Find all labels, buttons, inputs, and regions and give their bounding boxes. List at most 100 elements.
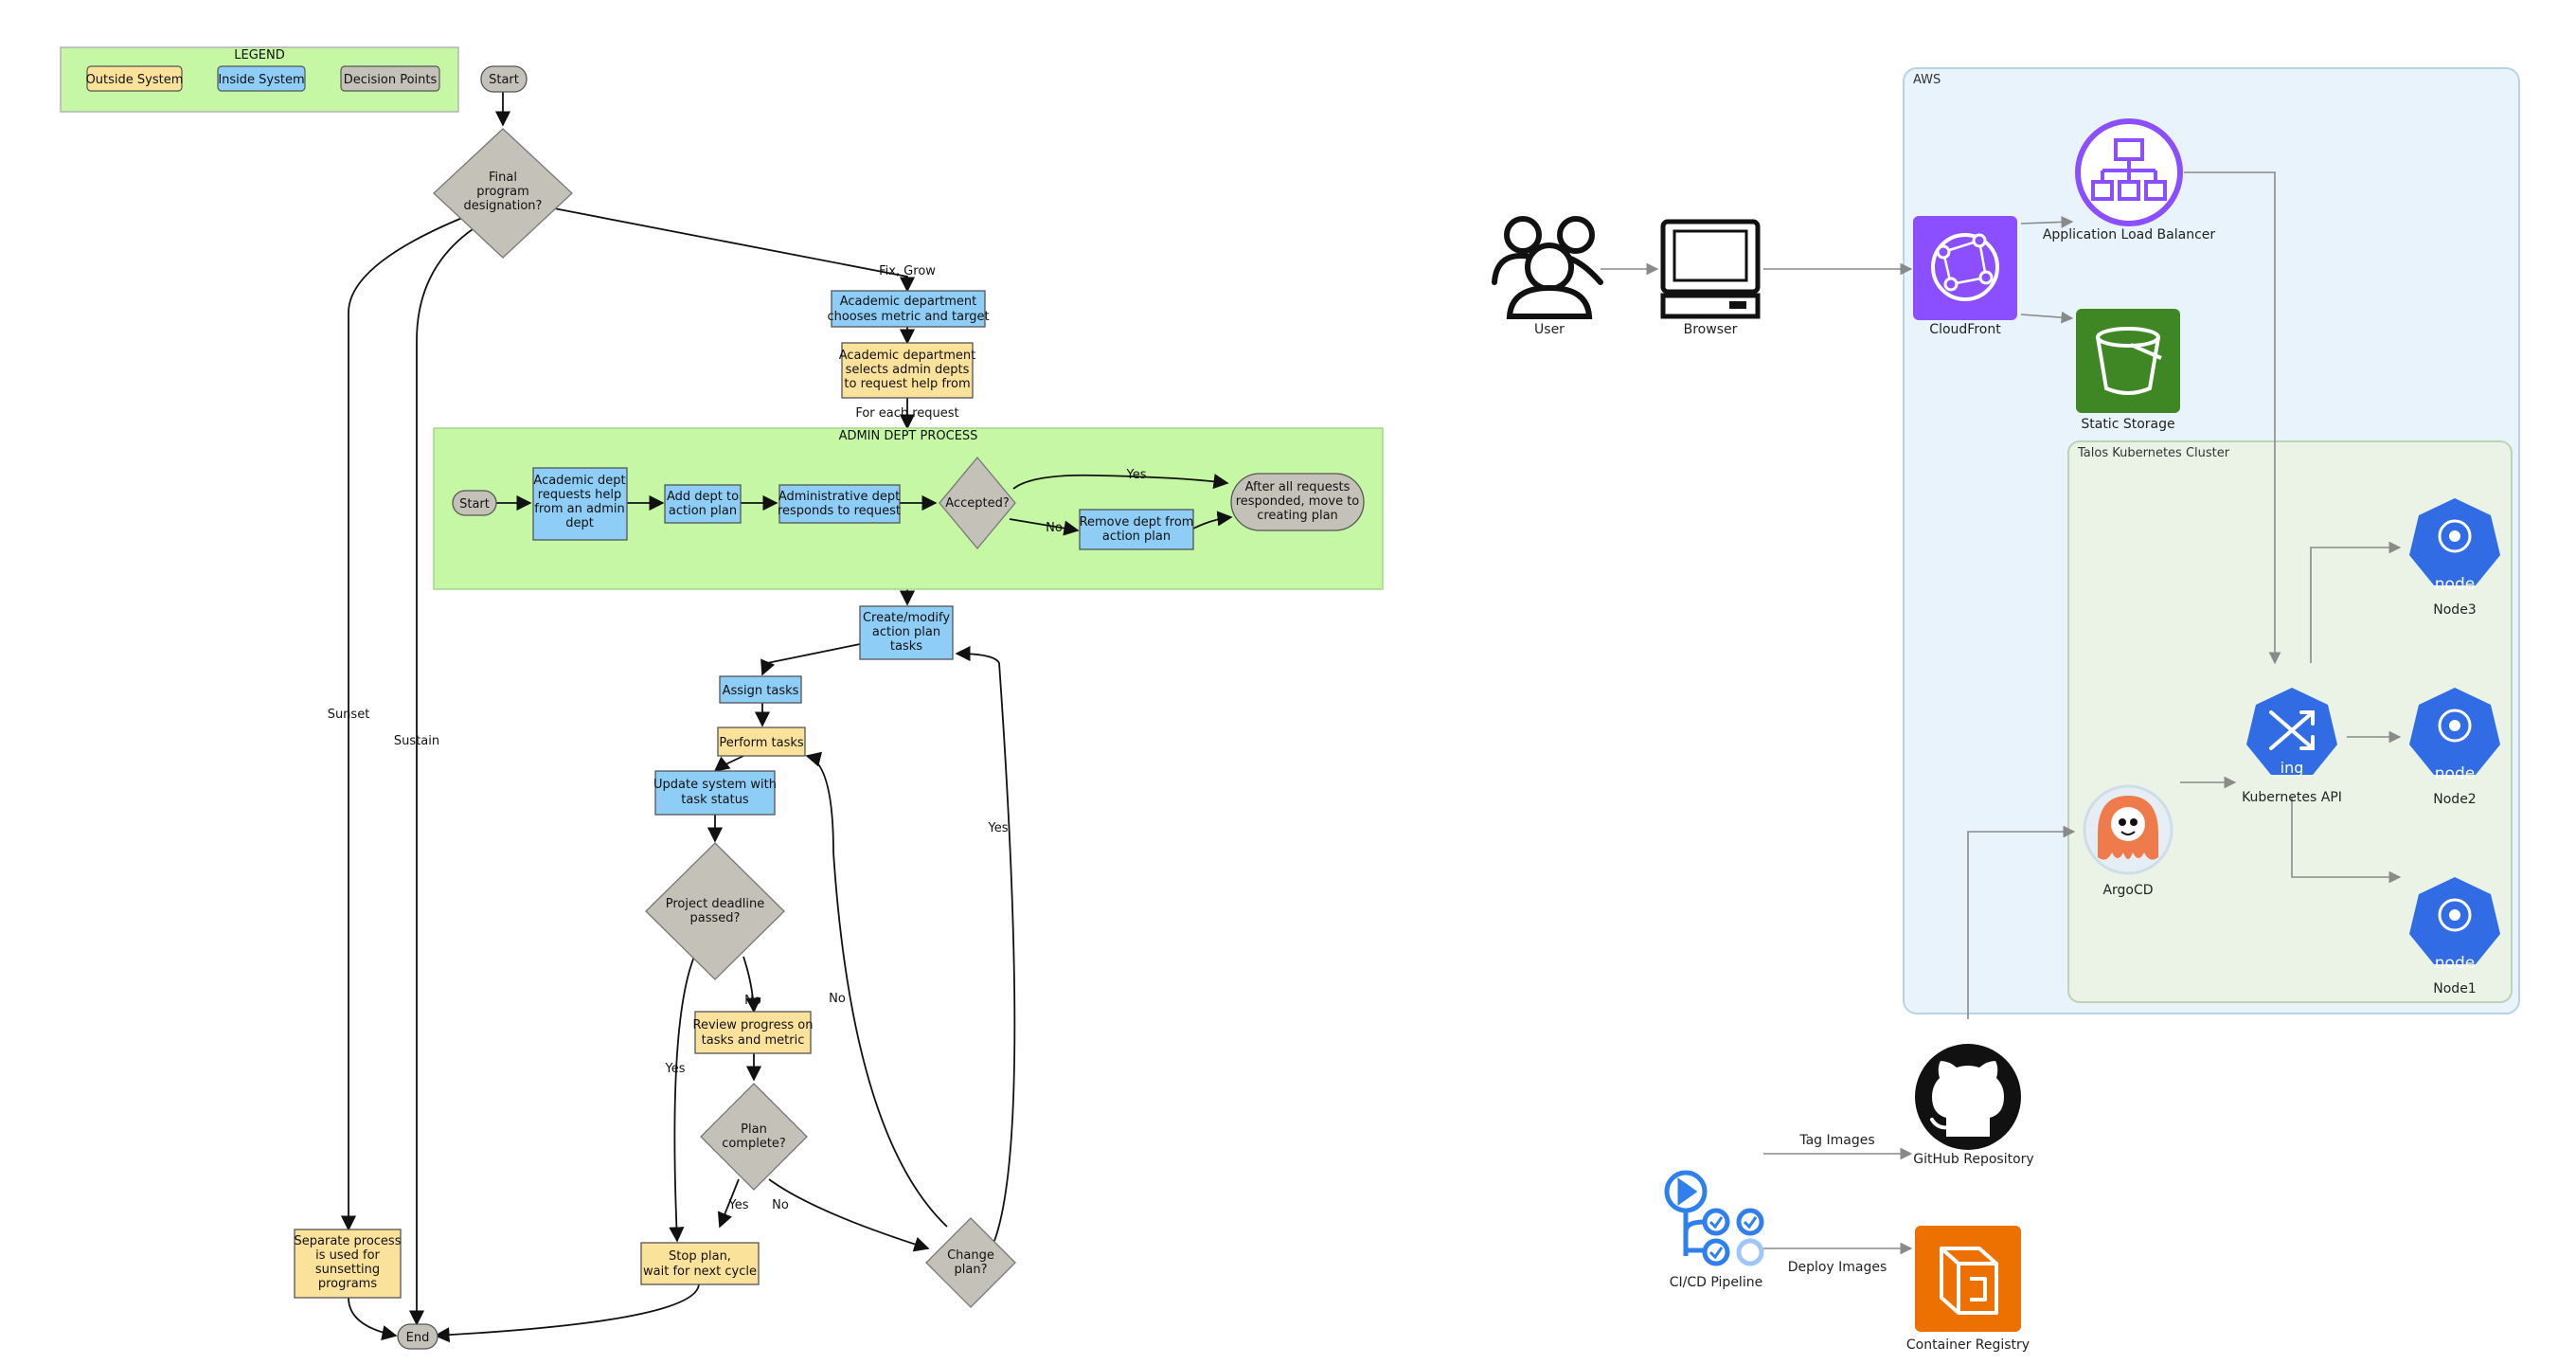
legend: LEGEND Outside System Inside System Deci…	[60, 46, 459, 113]
remove-dept-line2: action plan	[1102, 529, 1171, 544]
create-modify-line2: action plan	[872, 625, 940, 639]
stop-plan-node	[640, 1242, 760, 1285]
flowchart-nodes: Start Final program designation? Academi…	[433, 65, 990, 421]
assign-tasks-node	[719, 675, 802, 704]
label-yes-complete: Yes	[728, 1198, 749, 1212]
plan-complete-decision	[700, 1083, 808, 1191]
k8s-api-node: ing Kubernetes API	[2242, 688, 2342, 805]
user-node: User	[1492, 216, 1603, 337]
add-dept-line1: Add dept to	[667, 490, 739, 504]
plan-complete-line2: complete?	[722, 1137, 786, 1151]
cloudfront-label: CloudFront	[1929, 322, 2001, 337]
add-dept-line2: action plan	[669, 504, 737, 518]
node1-label: Node1	[2433, 981, 2476, 996]
academic-select-line3: to request help from	[844, 377, 970, 391]
legend-swatch-outside	[86, 65, 183, 92]
flowchart-edges	[340, 92, 1016, 1343]
requests-help-line2: requests help	[538, 488, 621, 502]
change-plan-line1: Change	[947, 1248, 994, 1263]
cloudfront-icon	[1913, 216, 2017, 320]
legend-swatch-inside	[217, 65, 306, 92]
plan-complete-line1: Plan	[741, 1122, 767, 1137]
argocd-node: ArgoCD	[2083, 784, 2174, 898]
talos-label: Talos Kubernetes Cluster	[2077, 446, 2230, 460]
deadline-line1: Project deadline	[666, 897, 765, 911]
create-modify-line1: Create/modify	[863, 611, 950, 625]
academic-select-line2: selects admin depts	[846, 363, 970, 377]
perform-tasks-node	[717, 727, 806, 757]
alb-node: Application Load Balancer	[2043, 118, 2216, 242]
separate-process-line1: Separate process	[295, 1234, 402, 1248]
user-label: User	[1534, 322, 1565, 337]
users-icon	[1492, 216, 1603, 319]
separate-process-line3: sunsetting	[315, 1263, 380, 1277]
aws-label: AWS	[1913, 73, 1941, 87]
review-progress-node	[694, 1011, 812, 1054]
stop-plan-line2: wait for next cycle	[643, 1265, 757, 1279]
separate-process-node	[294, 1229, 402, 1299]
academic-choose-line2: chooses metric and target	[827, 310, 989, 324]
container-registry-icon	[1915, 1226, 2021, 1332]
tag-images-label: Tag Images	[1798, 1133, 1874, 1148]
label-no-deadline: No	[744, 994, 761, 1008]
admin-process-group: ADMIN DEPT PROCESS Yes No Start Academic…	[433, 427, 1384, 590]
registry-node: Container Registry	[1906, 1226, 2030, 1353]
node3-badge: node	[2435, 575, 2475, 594]
accepted-label: Accepted?	[945, 496, 1009, 511]
final-designation-line2: program	[476, 185, 529, 199]
final-designation-line1: Final	[489, 170, 517, 185]
end-node	[397, 1323, 438, 1350]
github-icon	[1915, 1044, 2021, 1150]
cicd-label: CI/CD Pipeline	[1670, 1275, 1762, 1290]
requests-help-node	[532, 467, 628, 541]
requests-help-line3: from an admin	[534, 502, 624, 516]
academic-choose-node	[831, 290, 986, 328]
accepted-decision	[939, 456, 1016, 550]
create-modify-node	[859, 605, 954, 660]
static-storage-node: Static Storage	[2076, 309, 2180, 432]
final-designation-line3: designation?	[464, 199, 543, 213]
perform-tasks-label: Perform tasks	[719, 736, 804, 750]
node2-badge: node	[2435, 764, 2475, 783]
requests-help-line1: Academic dept	[533, 474, 625, 488]
academic-select-line1: Academic department	[839, 349, 976, 363]
update-system-line2: task status	[681, 793, 749, 807]
after-all-line3: creating plan	[1257, 509, 1338, 523]
legend-title: LEGEND	[234, 48, 284, 63]
legend-label-inside: Inside System	[218, 73, 304, 87]
update-system-node	[654, 770, 776, 816]
label-no-change: No	[829, 992, 846, 1006]
alb-label: Application Load Balancer	[2043, 227, 2216, 242]
create-modify-line3: tasks	[890, 639, 922, 654]
github-node: GitHub Repository	[1913, 1044, 2034, 1167]
architecture-edges	[1601, 171, 2402, 1255]
pipeline-icon	[1664, 1170, 1764, 1266]
admin-responds-node	[778, 484, 901, 524]
label-yes-deadline: Yes	[665, 1062, 686, 1076]
static-storage-label: Static Storage	[2081, 417, 2174, 432]
octopus-icon	[2083, 784, 2174, 875]
label-sustain: Sustain	[394, 734, 439, 748]
deadline-line2: passed?	[690, 911, 741, 925]
deploy-images-label: Deploy Images	[1788, 1260, 1887, 1275]
admin-start-node	[452, 490, 497, 516]
assign-tasks-label: Assign tasks	[723, 684, 799, 698]
review-progress-line1: Review progress on	[693, 1018, 814, 1032]
k8s-api-label: Kubernetes API	[2242, 790, 2342, 805]
deadline-decision	[645, 842, 785, 980]
change-plan-line2: plan?	[955, 1263, 988, 1277]
after-all-line2: responded, move to	[1236, 494, 1360, 509]
admin-responds-line2: responds to request	[778, 504, 901, 518]
remove-dept-node	[1079, 509, 1194, 550]
flowchart-lower-nodes: Create/modify action plan tasks Assign t…	[294, 605, 1016, 1350]
admin-yes-label: Yes	[1126, 468, 1147, 482]
separate-process-line4: programs	[318, 1277, 377, 1291]
after-all-node	[1230, 473, 1365, 531]
change-plan-decision	[925, 1217, 1016, 1308]
remove-dept-line1: Remove dept from	[1080, 515, 1194, 529]
admin-responds-line1: Administrative dept	[778, 490, 900, 504]
node1-badge: node	[2435, 954, 2475, 973]
final-designation-decision	[433, 128, 573, 259]
label-yes-change: Yes	[988, 821, 1009, 835]
cloudfront-node: CloudFront	[1913, 216, 2017, 337]
